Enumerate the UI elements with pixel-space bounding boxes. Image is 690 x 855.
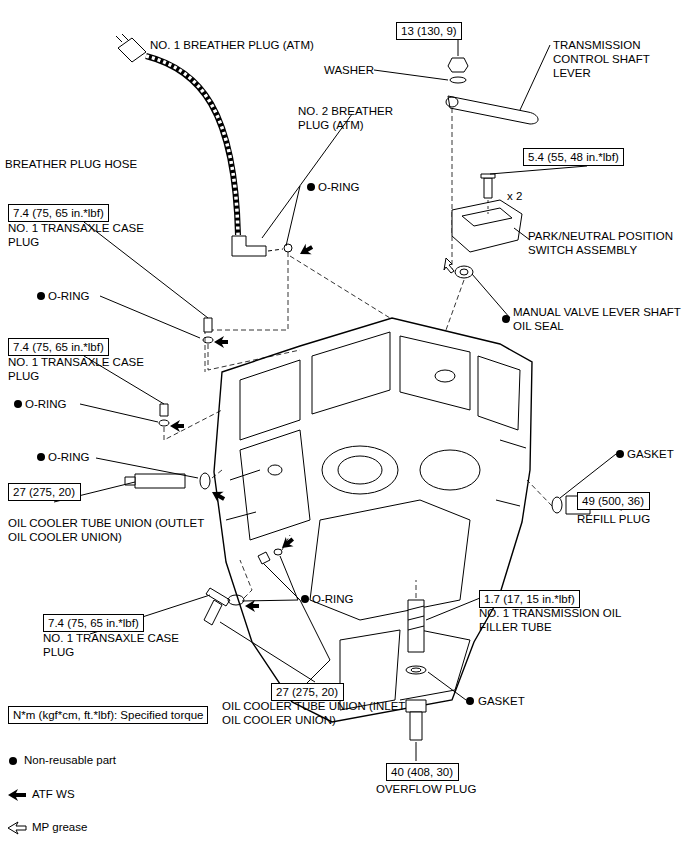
part-label: NO. 1 TRANSMISSION OIL FILLER TUBE	[479, 606, 629, 634]
part-label: BREATHER PLUG HOSE	[5, 157, 175, 171]
torque-value: 40 (408, 30)	[391, 765, 454, 779]
part-label: O-RING	[25, 397, 105, 411]
part-label: O-RING	[318, 180, 378, 194]
torque-value: 5.4 (55, 48 in.*lbf)	[528, 150, 619, 164]
torque-value: 7.4 (75, 65 in.*lbf)	[13, 206, 104, 220]
part-label: OIL COOLER TUBE UNION (INLET OIL COOLER …	[222, 699, 412, 727]
torque-value: 13 (130, 9)	[401, 24, 457, 38]
torque-box: 40 (408, 30)	[386, 763, 459, 781]
torque-value: 7.4 (75, 65 in.*lbf)	[48, 616, 139, 630]
part-label: OIL COOLER TUBE UNION (OUTLET OIL COOLER…	[8, 516, 208, 544]
legend-entry: N*m (kgf*cm, ft.*lbf): Specified torque	[8, 706, 208, 724]
torque-box: 1.7 (17, 15 in.*lbf)	[479, 590, 580, 608]
part-label: OVERFLOW PLUG	[376, 782, 496, 796]
part-label: NO. 1 TRANSAXLE CASE PLUG	[8, 221, 158, 249]
part-label: TRANSMISSION CONTROL SHAFT LEVER	[553, 38, 673, 80]
torque-box: 7.4 (75, 65 in.*lbf)	[43, 614, 144, 632]
part-label: NO. 1 TRANSAXLE CASE PLUG	[8, 355, 158, 383]
torque-box: 27 (275, 20)	[271, 683, 344, 701]
legend-entry: MP grease	[32, 820, 87, 834]
part-label: O-RING	[48, 289, 128, 303]
torque-box: 7.4 (75, 65 in.*lbf)	[8, 204, 109, 222]
part-label: WASHER	[324, 63, 384, 77]
transaxle-case	[214, 318, 532, 722]
torque-box: 49 (500, 36)	[577, 492, 650, 510]
part-label: REFILL PLUG	[577, 512, 677, 526]
torque-box: 5.4 (55, 48 in.*lbf)	[523, 148, 624, 166]
torque-value: 27 (275, 20)	[276, 685, 339, 699]
legend-entry: Non-reusable part	[24, 753, 116, 767]
torque-box: 27 (275, 20)	[8, 483, 81, 501]
part-label: GASKET	[627, 447, 687, 461]
part-label: PARK/NEUTRAL POSITION SWITCH ASSEMBLY	[528, 229, 686, 257]
part-label: MANUAL VALVE LEVER SHAFT OIL SEAL	[513, 305, 683, 333]
torque-value: 1.7 (17, 15 in.*lbf)	[484, 592, 575, 606]
part-label: O-RING	[312, 592, 382, 606]
part-label: x 2	[507, 189, 537, 203]
part-label: GASKET	[478, 694, 548, 708]
legend-entry: ATF WS	[32, 787, 75, 801]
torque-box: 13 (130, 9)	[396, 22, 462, 40]
torque-box: 7.4 (75, 65 in.*lbf)	[8, 338, 109, 356]
torque-value: 7.4 (75, 65 in.*lbf)	[13, 340, 104, 354]
part-label: NO. 1 TRANSAXLE CASE PLUG	[43, 631, 193, 659]
torque-value: 27 (275, 20)	[13, 485, 76, 499]
part-label: O-RING	[48, 450, 128, 464]
part-label: NO. 1 BREATHER PLUG (ATM)	[150, 38, 350, 52]
part-label: NO. 2 BREATHER PLUG (ATM)	[298, 104, 408, 132]
torque-value: 49 (500, 36)	[582, 494, 645, 508]
